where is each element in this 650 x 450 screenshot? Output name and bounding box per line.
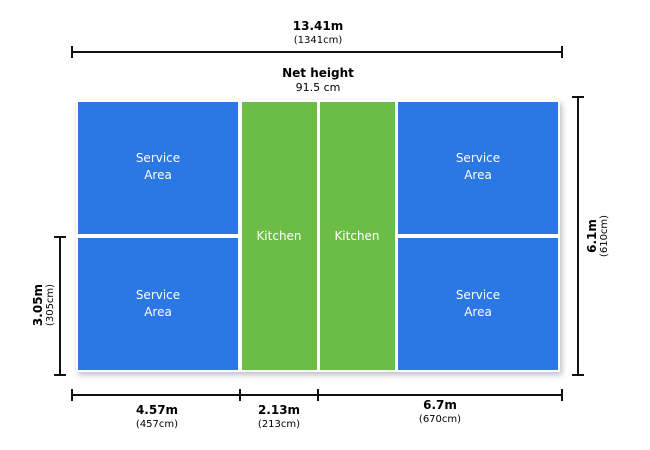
net-height-value: 91.5 cm xyxy=(296,81,341,94)
service-area-bottom-left xyxy=(78,238,238,370)
segment-dimension: 4.57m (457cm) 2.13m (213cm) 6.7m (670cm) xyxy=(71,389,563,430)
service-area-top-left xyxy=(78,102,238,234)
kitchen-right xyxy=(320,102,395,370)
half-depth-label-cm: (305cm) xyxy=(45,284,56,326)
half-depth-label: 3.05m xyxy=(31,284,45,326)
segment-sub-half: (670cm) xyxy=(419,414,461,425)
segment-label-service: 4.57m xyxy=(136,403,178,417)
segment-label-half: 6.7m xyxy=(423,398,457,412)
service-area-bottom-right xyxy=(398,238,558,370)
kitchen-left xyxy=(242,102,317,370)
half-depth-dimension: 3.05m (305cm) xyxy=(31,236,66,376)
kitchen-left-label: Kitchen xyxy=(256,229,301,243)
depth-label: 6.1m xyxy=(585,219,599,253)
net-height-label: Net height xyxy=(282,66,354,80)
depth-dimension: 6.1m (610cm) xyxy=(572,96,610,376)
segment-sub-service: (457cm) xyxy=(136,419,178,430)
width-dimension: 13.41m (1341cm) xyxy=(71,19,563,58)
width-label: 13.41m xyxy=(293,19,343,33)
service-area-top-right xyxy=(398,102,558,234)
segment-sub-kitchen: (213cm) xyxy=(258,419,300,430)
court-zones xyxy=(78,102,558,370)
segment-label-kitchen: 2.13m xyxy=(258,403,300,417)
width-label-cm: (1341cm) xyxy=(294,35,343,46)
kitchen-right-label: Kitchen xyxy=(334,229,379,243)
depth-label-cm: (610cm) xyxy=(599,215,610,257)
